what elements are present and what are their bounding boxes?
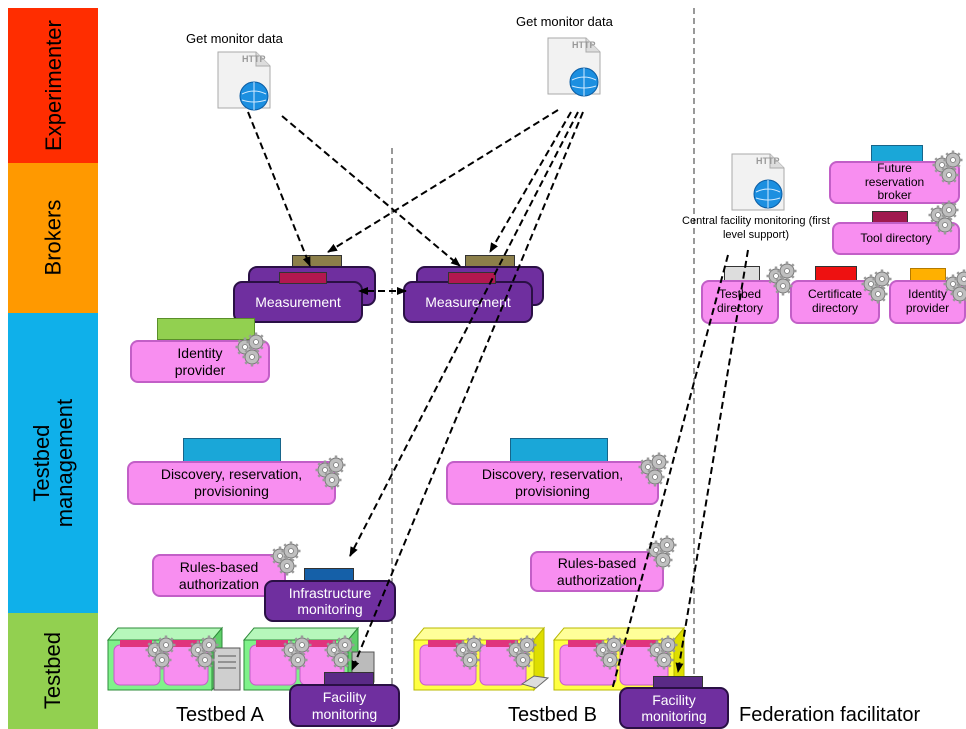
layer-testbed: Testbed — [8, 613, 98, 729]
http-document-icon-middle: HTTP — [542, 34, 602, 97]
arrow-middle-to-facility-a — [351, 111, 584, 671]
discovery-a: Discovery, reservation, provisioning — [127, 461, 336, 505]
http-document-icon-left: HTTP — [212, 48, 272, 111]
rules-b: Rules-based authorization — [530, 551, 664, 592]
layer-testbed-management: Testbed management — [8, 313, 98, 613]
server-icon-a1 — [213, 647, 241, 691]
svg-text:HTTP: HTTP — [572, 40, 596, 50]
svg-text:HTTP: HTTP — [242, 54, 266, 64]
layer-experimenter: Experimenter — [8, 8, 98, 163]
central-monitoring-label: Central facility monitoring (first level… — [682, 215, 830, 241]
router-icon-b — [520, 675, 550, 689]
svg-text:HTTP: HTTP — [756, 156, 780, 166]
request-label-left: Get monitor data — [186, 31, 283, 46]
arrow-central-to-facility-b — [675, 249, 749, 673]
arrow-middle-to-measurement-a — [327, 109, 559, 253]
facility-monitoring-a: Facility monitoring — [289, 684, 400, 727]
facility-monitoring-b: Facility monitoring — [619, 687, 729, 729]
request-label-middle: Get monitor data — [516, 14, 613, 29]
infra-monitoring: Infrastructure monitoring — [264, 580, 396, 622]
arrow-central-to-testbed-b — [611, 254, 729, 691]
layer-brokers: Brokers — [8, 163, 98, 313]
arrow-middle-to-measurement-b — [489, 111, 572, 253]
measurement-b: Measurement — [403, 281, 533, 323]
federation-facilitator-label: Federation facilitator — [739, 704, 921, 726]
rules-a: Rules-based authorization — [152, 554, 286, 597]
testbed-a-label: Testbed A — [176, 704, 264, 726]
http-document-icon-central: HTTP — [726, 150, 786, 211]
measurement-a-port — [279, 272, 327, 284]
testbed-b-label: Testbed B — [508, 704, 597, 726]
arrow-middle-to-infra-monitoring — [349, 111, 579, 557]
arrow-left-to-measurement-a — [247, 111, 311, 267]
measurement-b-port — [448, 272, 496, 284]
identity-provider-a-tab — [157, 318, 255, 340]
discovery-b: Discovery, reservation, provisioning — [446, 461, 659, 505]
arrow-left-to-measurement-b — [281, 115, 461, 267]
